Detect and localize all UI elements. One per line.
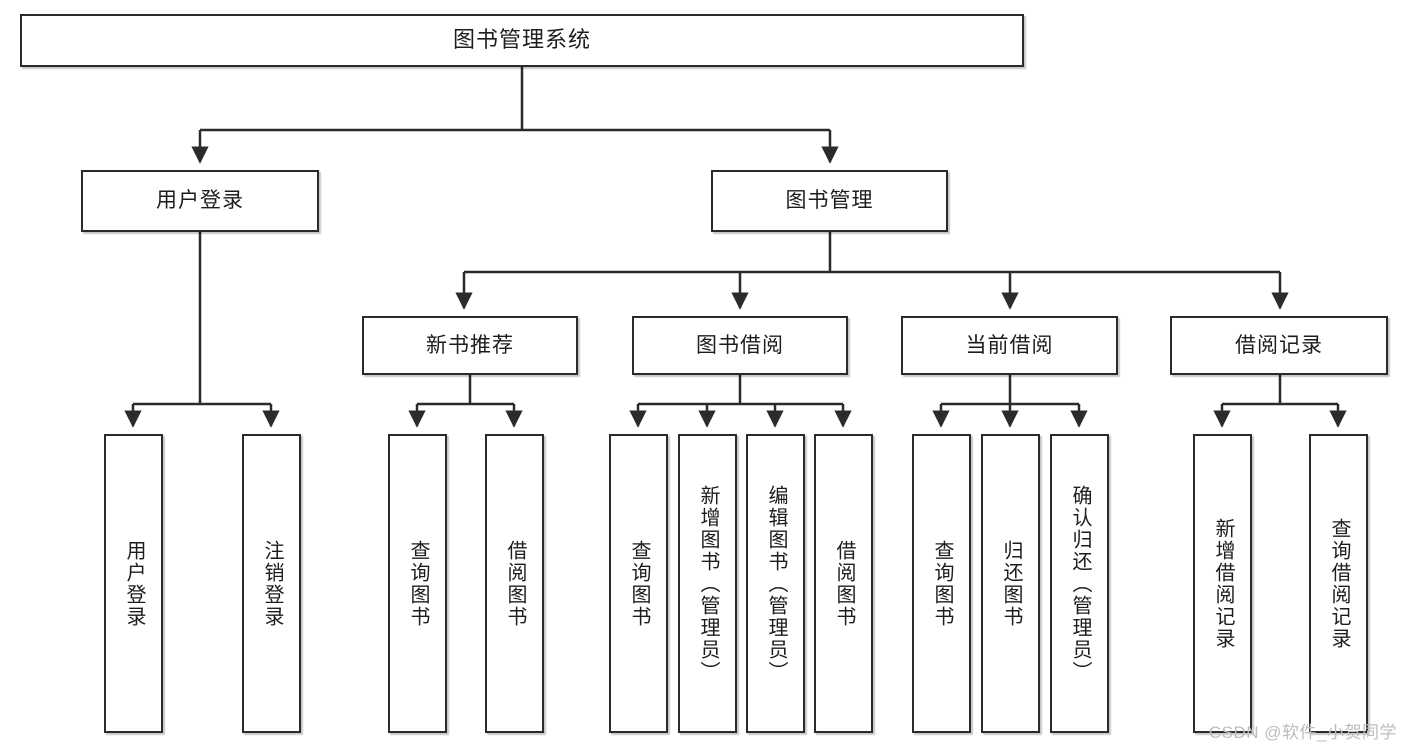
node-root-book-management-system[interactable]: 图书管理系统 bbox=[20, 14, 1024, 67]
leaf-cb-confirm-return-admin[interactable]: 确认归还（管理员） bbox=[1050, 434, 1109, 733]
node-label: 当前借阅 bbox=[965, 333, 1054, 357]
leaf-bb-edit-book-admin[interactable]: 编辑图书（管理员） bbox=[746, 434, 805, 733]
leaf-bb-query-book[interactable]: 查询图书 bbox=[609, 434, 668, 733]
leaf-user-login[interactable]: 用户登录 bbox=[104, 434, 163, 733]
leaf-logout[interactable]: 注销登录 bbox=[242, 434, 301, 733]
node-label: 新书推荐 bbox=[426, 333, 514, 357]
leaf-br-add-record[interactable]: 新增借阅记录 bbox=[1193, 434, 1252, 733]
node-label: 图书借阅 bbox=[696, 333, 784, 357]
leaf-cb-return-book[interactable]: 归还图书 bbox=[981, 434, 1040, 733]
node-current-borrow[interactable]: 当前借阅 bbox=[901, 316, 1118, 375]
node-label: 编辑图书（管理员） bbox=[765, 484, 787, 683]
node-label: 新增图书（管理员） bbox=[697, 484, 719, 683]
node-label: 查询图书 bbox=[628, 539, 650, 628]
node-label: 查询图书 bbox=[931, 539, 953, 628]
node-new-book-recommend[interactable]: 新书推荐 bbox=[362, 316, 578, 375]
node-book-management[interactable]: 图书管理 bbox=[711, 170, 948, 232]
leaf-br-query-record[interactable]: 查询借阅记录 bbox=[1309, 434, 1368, 733]
leaf-nb-query-book[interactable]: 查询图书 bbox=[388, 434, 447, 733]
node-user-login[interactable]: 用户登录 bbox=[81, 170, 319, 232]
node-label: 确认归还（管理员） bbox=[1069, 484, 1091, 683]
watermark: CSDN @软件_小贺同学 bbox=[1208, 723, 1397, 742]
leaf-cb-query-book[interactable]: 查询图书 bbox=[912, 434, 971, 733]
node-label: 图书管理系统 bbox=[452, 27, 591, 53]
node-label: 图书管理 bbox=[785, 189, 874, 213]
leaf-nb-borrow-book[interactable]: 借阅图书 bbox=[485, 434, 544, 733]
node-label: 用户登录 bbox=[156, 189, 244, 213]
node-label: 查询借阅记录 bbox=[1328, 517, 1350, 650]
node-label: 查询图书 bbox=[407, 539, 429, 628]
node-label: 注销登录 bbox=[261, 539, 283, 628]
node-label: 归还图书 bbox=[1000, 539, 1022, 628]
leaf-bb-add-book-admin[interactable]: 新增图书（管理员） bbox=[678, 434, 737, 733]
node-label: 新增借阅记录 bbox=[1212, 517, 1234, 650]
node-book-borrow[interactable]: 图书借阅 bbox=[632, 316, 848, 375]
node-label: 借阅图书 bbox=[504, 539, 526, 628]
node-label: 用户登录 bbox=[123, 539, 145, 628]
node-label: 借阅记录 bbox=[1235, 333, 1323, 357]
leaf-bb-borrow-book[interactable]: 借阅图书 bbox=[814, 434, 873, 733]
node-label: 借阅图书 bbox=[833, 539, 855, 628]
node-borrow-record[interactable]: 借阅记录 bbox=[1170, 316, 1388, 375]
